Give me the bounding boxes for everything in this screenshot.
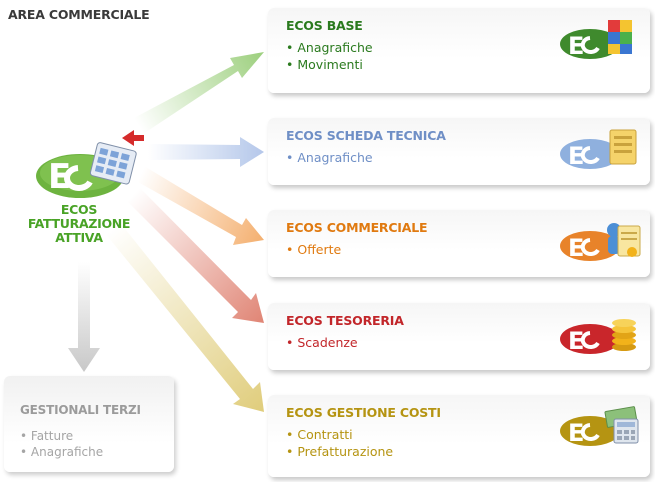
svg-text:E: E bbox=[568, 327, 584, 355]
module-item: Anagrafiche bbox=[286, 39, 372, 56]
external-title: GESTIONALI TERZI bbox=[20, 403, 141, 417]
arrow-to-terzi bbox=[68, 262, 100, 372]
svg-text:E: E bbox=[48, 157, 71, 197]
module-item: Anagrafiche bbox=[286, 149, 372, 166]
ecos-fatturazione-logo: E bbox=[34, 130, 146, 206]
module-card-ecos-tesoreria[interactable]: ECOS TESORERIA Scadenze E bbox=[268, 303, 650, 370]
arrow-to-commerciale bbox=[138, 166, 264, 245]
module-title: ECOS COMMERCIALE bbox=[286, 220, 428, 235]
ecos-tesoreria-logo: E bbox=[558, 311, 644, 361]
external-item: Fatture bbox=[20, 428, 103, 444]
module-card-ecos-scheda-tecnica[interactable]: ECOS SCHEDA TECNICA Anagrafiche E bbox=[268, 118, 650, 185]
svg-text:E: E bbox=[568, 419, 584, 447]
module-items: Scadenze bbox=[286, 334, 357, 351]
module-items: Anagrafiche bbox=[286, 149, 372, 166]
svg-text:E: E bbox=[568, 142, 584, 170]
arrow-to-costi bbox=[104, 220, 264, 412]
module-title: ECOS BASE bbox=[286, 18, 363, 33]
module-card-ecos-base[interactable]: ECOS BASE Anagrafiche Movimenti E bbox=[268, 8, 650, 93]
module-card-ecos-commerciale[interactable]: ECOS COMMERCIALE Offerte E bbox=[268, 210, 650, 277]
module-title: ECOS GESTIONE COSTI bbox=[286, 405, 441, 420]
arrow-to-scheda bbox=[148, 137, 264, 167]
module-card-ecos-gestione-costi[interactable]: ECOS GESTIONE COSTI Contratti Prefattura… bbox=[268, 395, 650, 477]
center-title-line-3: ATTIVA bbox=[55, 230, 103, 245]
module-item: Contratti bbox=[286, 426, 393, 443]
module-items: Contratti Prefatturazione bbox=[286, 426, 393, 460]
module-item: Movimenti bbox=[286, 56, 373, 73]
svg-text:E: E bbox=[568, 32, 584, 60]
external-item: Anagrafiche bbox=[20, 444, 103, 460]
ecos-gestione-costi-logo: E bbox=[558, 403, 644, 453]
ecos-base-logo: E bbox=[558, 16, 644, 66]
external-items: Fatture Anagrafiche bbox=[20, 428, 103, 460]
arrow-to-base bbox=[134, 52, 264, 136]
ecos-scheda-tecnica-logo: E bbox=[558, 126, 644, 176]
arrow-to-tesoreria bbox=[126, 186, 264, 323]
ecos-commerciale-logo: E bbox=[558, 218, 644, 268]
module-items: Anagrafiche Movimenti bbox=[286, 39, 373, 73]
module-items: Offerte bbox=[286, 241, 341, 258]
center-module-title: ECOS FATTURAZIONE ATTIVA bbox=[22, 203, 136, 245]
module-item: Offerte bbox=[286, 241, 341, 258]
module-title: ECOS TESORERIA bbox=[286, 313, 404, 328]
center-title-line-1: ECOS bbox=[60, 202, 98, 217]
module-item: Scadenze bbox=[286, 334, 357, 351]
external-card-gestionali-terzi[interactable]: GESTIONALI TERZI Fatture Anagrafiche bbox=[4, 376, 174, 472]
svg-text:E: E bbox=[568, 234, 584, 262]
module-item: Prefatturazione bbox=[286, 443, 393, 460]
center-title-line-2: FATTURAZIONE bbox=[27, 216, 131, 231]
area-title: AREA COMMERCIALE bbox=[8, 7, 150, 22]
module-title: ECOS SCHEDA TECNICA bbox=[286, 128, 446, 143]
